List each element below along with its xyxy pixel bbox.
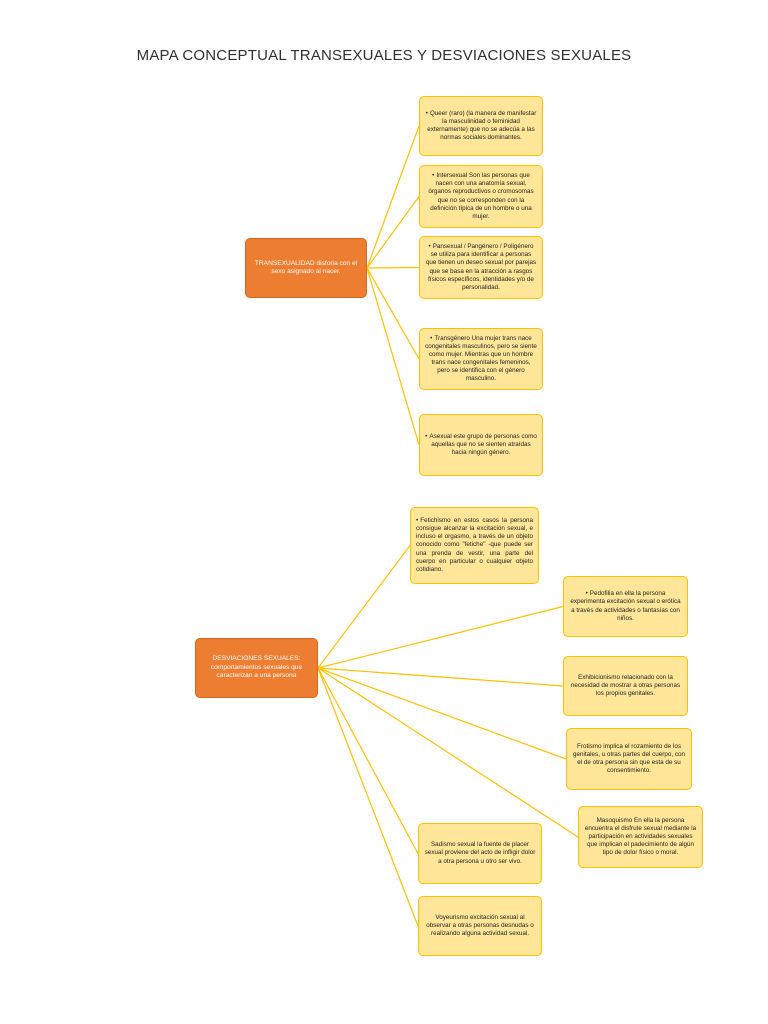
leaf-node-label: Voyeurismo excitación sexual al observar…: [426, 913, 534, 938]
main-node-label: TRANSEXUALIDAD disforia con el sexo asig…: [254, 259, 358, 275]
connector-line: [317, 667, 564, 687]
leaf-node-label: Queer (raro) (la manera de manifestar la…: [427, 109, 537, 142]
leaf-node-label: Frotismo implica el rozamiento de los ge…: [572, 742, 685, 775]
leaf-node-label: Intersexual Son las personas que nacen c…: [428, 172, 534, 220]
connectors-desviaciones: [317, 545, 579, 927]
leaf-node-label: Fetichismo en estos casos la persona con…: [416, 517, 533, 573]
main-node-label: DESVIACIONES SEXUALES: comportamientos s…: [210, 655, 303, 680]
connector-line: [366, 267, 420, 360]
connectors-transexualidad: [366, 125, 420, 446]
connector-line: [366, 196, 420, 269]
connector-line: [317, 545, 411, 669]
connector-line: [366, 125, 420, 269]
bullet-icon: •: [432, 172, 435, 180]
leaf-node-label: Transgénero Una mujer trans nace congeni…: [425, 334, 537, 383]
leaf-node-label: Asexual este grupo de personas como aque…: [429, 432, 537, 457]
connector-line: [366, 266, 420, 269]
connector-line: [317, 667, 579, 838]
connector-line: [317, 667, 419, 927]
leaf-node-pansexual: •Pansexual / Pangénero / Poligénero se u…: [419, 236, 543, 299]
leaf-node-transgenero: •Transgénero Una mujer trans nace congen…: [419, 328, 543, 390]
leaf-node-queer: •Queer (raro) (la manera de manifestar l…: [419, 96, 543, 156]
leaf-node-label: Pansexual / Pangénero / Poligénero se ut…: [425, 243, 537, 291]
leaf-node-pedofilia: •Pedofilia en ella la persona experiment…: [563, 576, 688, 637]
leaf-node-label: Sadismo sexual la fuente de placer sexua…: [424, 841, 536, 865]
leaf-node-asexual: •Asexual este grupo de personas como aqu…: [419, 414, 543, 476]
leaf-node-masoquismo: Masoquismo En ella la persona encuentra …: [578, 806, 703, 868]
leaf-node-voyeurismo: Voyeurismo excitación sexual al observar…: [418, 896, 542, 956]
bullet-icon: •: [430, 334, 433, 342]
connector-line: [317, 667, 567, 760]
bullet-icon: •: [425, 432, 428, 440]
main-node-transexualidad: TRANSEXUALIDAD disforia con el sexo asig…: [245, 238, 367, 298]
bullet-icon: •: [425, 109, 428, 117]
leaf-node-intersexual: •Intersexual Son las personas que nacen …: [419, 165, 543, 228]
bullet-icon: •: [416, 517, 419, 525]
leaf-node-label: Masoquismo En ella la persona encuentra …: [584, 816, 697, 857]
leaf-node-label: Pedofilia en ella la persona experimenta…: [570, 590, 681, 622]
connector-line: [317, 667, 419, 854]
connector-line: [366, 267, 420, 446]
page-title: MAPA CONCEPTUAL TRANSEXUALES Y DESVIACIO…: [136, 47, 632, 64]
leaf-node-fetichismo: •Fetichismo en estos casos la persona co…: [410, 507, 539, 584]
leaf-node-frotismo: Frotismo implica el rozamiento de los ge…: [566, 728, 692, 790]
leaf-node-label: Exhibicionismo relacionado con la necesi…: [570, 673, 681, 698]
leaf-node-exhibicionismo: Exhibicionismo relacionado con la necesi…: [563, 656, 688, 716]
connector-line: [317, 605, 564, 669]
bullet-icon: •: [585, 590, 588, 598]
bullet-icon: •: [428, 243, 431, 251]
main-node-desviaciones: DESVIACIONES SEXUALES: comportamientos s…: [195, 638, 318, 698]
leaf-node-sadismo: Sadismo sexual la fuente de placer sexua…: [418, 823, 542, 884]
